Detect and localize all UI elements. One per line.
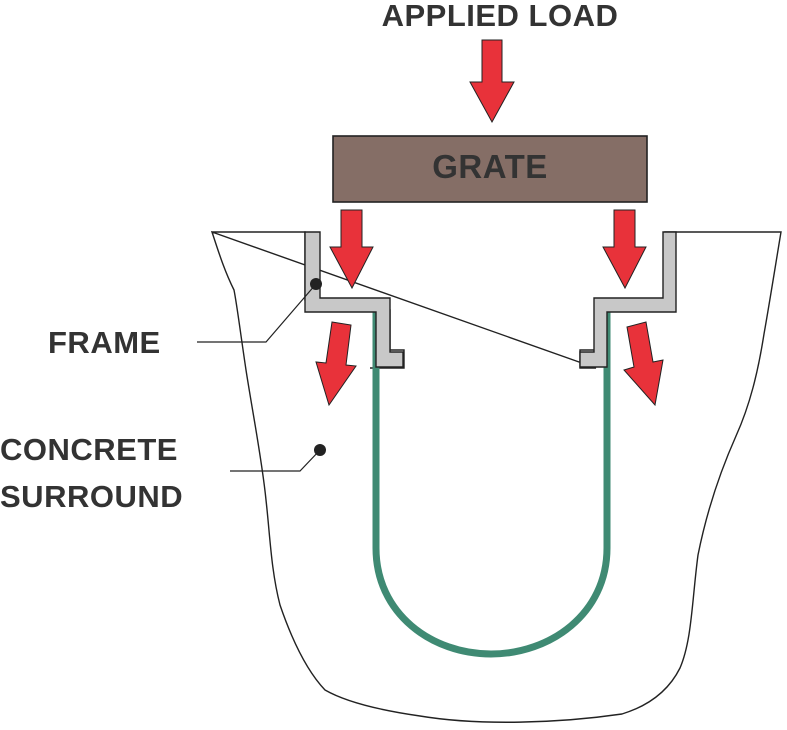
drain-channel: [372, 312, 611, 658]
applied-load-arrow: [469, 39, 515, 124]
frame-label: FRAME: [48, 325, 161, 360]
applied-load-label: APPLIED LOAD: [382, 0, 619, 33]
concrete-leader-line: [230, 449, 321, 472]
concrete-label-line2: SURROUND: [0, 479, 183, 514]
frame-to-concrete-arrow-left: [315, 321, 357, 407]
frame-to-concrete-arrow-right: [623, 321, 664, 407]
frame-left: [304, 231, 404, 368]
concrete-leader-dot: [314, 444, 326, 456]
grate: [332, 135, 648, 203]
frame-leader-line: [197, 283, 317, 343]
concrete-label-line1: CONCRETE: [0, 432, 178, 467]
grate-to-frame-arrow-left: [329, 209, 374, 290]
frame-leader-dot: [310, 278, 322, 290]
frame-right: [579, 231, 677, 368]
grate-label: GRATE: [432, 148, 548, 185]
grate-to-frame-arrow-right: [602, 209, 647, 290]
